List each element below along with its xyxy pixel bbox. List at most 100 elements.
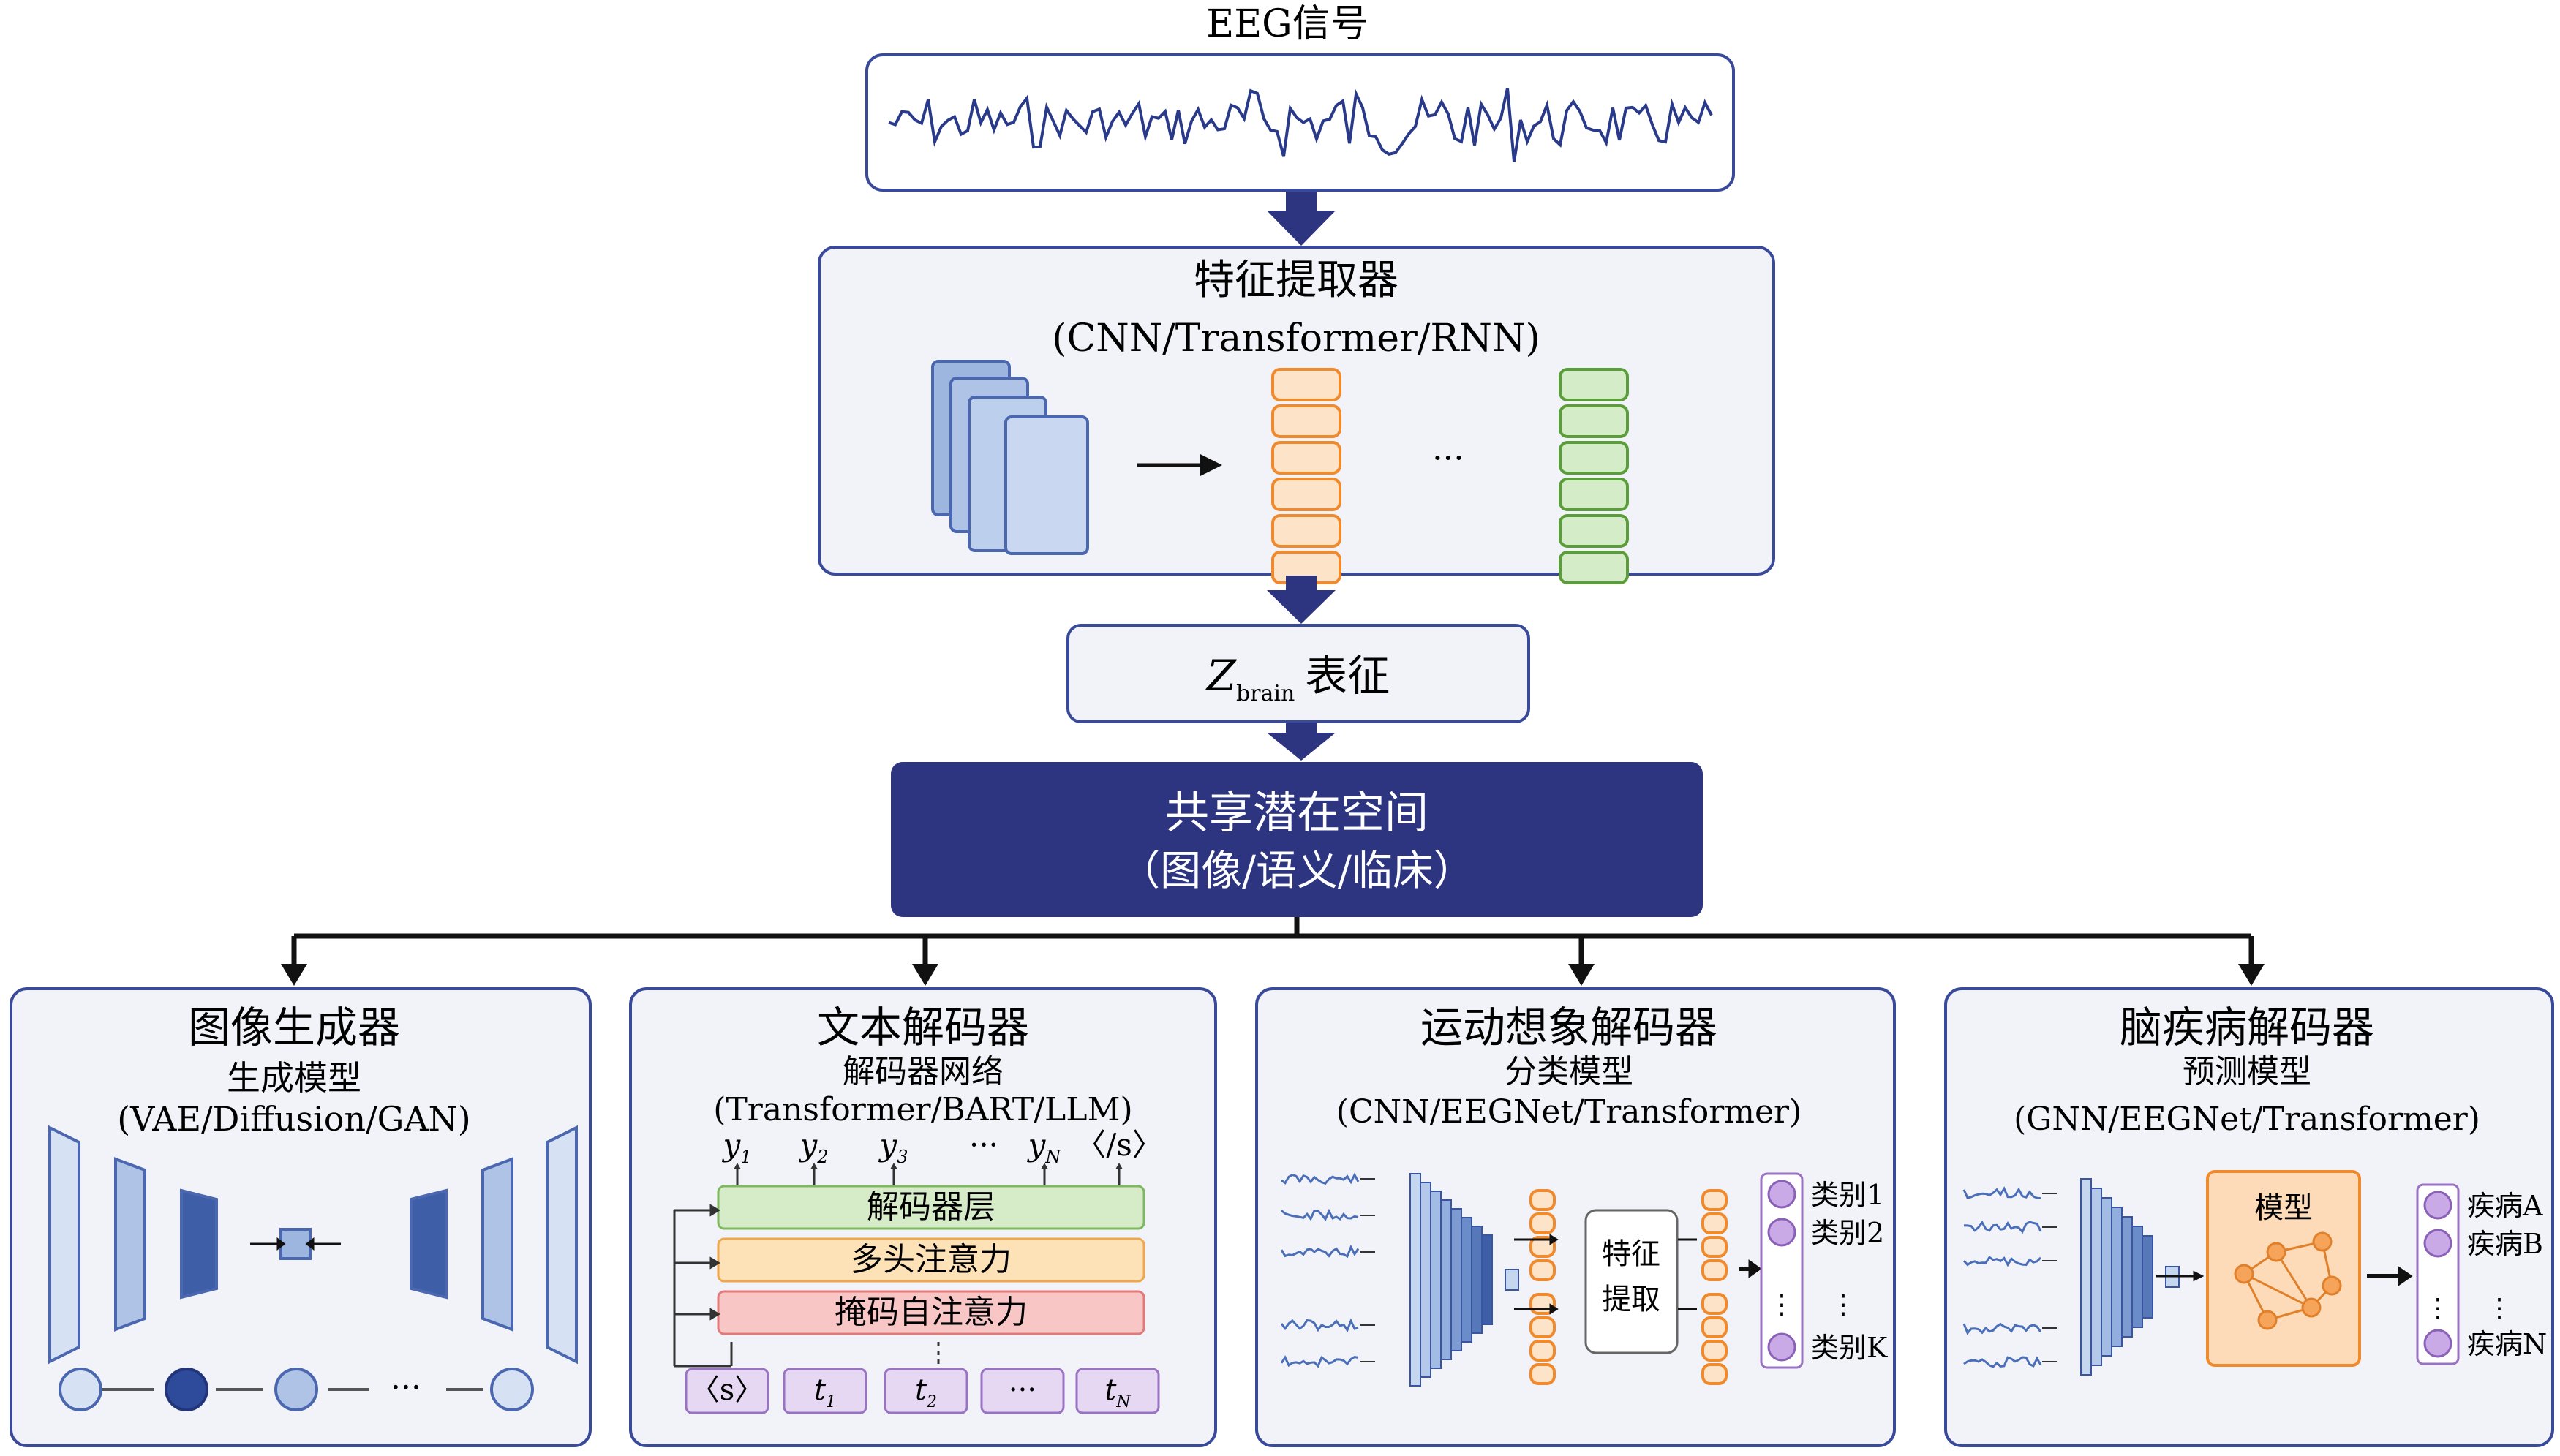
decoder-layer-box xyxy=(717,1290,1145,1335)
class-label: 类别K xyxy=(1811,1332,1888,1364)
cnn-layer xyxy=(1461,1217,1472,1343)
output-token: y1 xyxy=(721,1127,751,1167)
vector-cell xyxy=(1701,1340,1728,1362)
vertical-ellipsis: ⋮ xyxy=(1830,1290,1856,1320)
eeg-channel-trace xyxy=(1963,1220,2042,1234)
cnn-layer xyxy=(1420,1182,1431,1378)
cnn-layer xyxy=(1481,1234,1493,1325)
decoder-layer-label: 掩码自注意力 xyxy=(835,1294,1028,1331)
disease-decoder-subtitle: 预测模型 xyxy=(2183,1053,2311,1090)
vertical-ellipsis: ⋮ xyxy=(1769,1290,1795,1320)
cnn-layer xyxy=(2111,1207,2123,1347)
feature-extractor-title: 特征提取器 xyxy=(1194,257,1398,304)
class-node xyxy=(2423,1191,2452,1220)
eeg-waveform xyxy=(888,88,1713,162)
cnn-layer xyxy=(1409,1173,1421,1387)
input-token: t1 xyxy=(814,1373,836,1411)
eeg-channel-trace xyxy=(1962,1322,2042,1335)
vector-cell xyxy=(1701,1236,1728,1258)
eeg-channel-trace xyxy=(1280,1244,1360,1259)
branch-arrowheads xyxy=(281,964,2265,986)
latent-subtitle: （图像/语义/临床） xyxy=(1119,848,1475,895)
input-token: 〈s〉 xyxy=(690,1373,764,1407)
dd-graph-model-block: 模型 xyxy=(2206,1170,2361,1367)
cnn-layer xyxy=(2121,1216,2133,1338)
class-label: 疾病B xyxy=(2467,1228,2543,1260)
vector-cell xyxy=(1271,404,1341,438)
vector-cell xyxy=(1529,1259,1556,1281)
vector-cell xyxy=(1559,551,1629,584)
decoder-layer-box xyxy=(717,1185,1145,1230)
eeg-channel-trace xyxy=(1962,1186,2041,1200)
node-chain-ellipsis: ··· xyxy=(391,1369,421,1406)
output-token: 〈/s〉 xyxy=(1075,1127,1163,1163)
eeg-channel-trace xyxy=(1281,1208,1359,1221)
input-token: ··· xyxy=(1009,1373,1036,1407)
vector-cell xyxy=(1559,514,1629,548)
output-token: y2 xyxy=(798,1127,828,1167)
eeg-channel-trace xyxy=(1280,1355,1359,1368)
vector-cell xyxy=(1559,368,1629,401)
zbrain-representation-box xyxy=(1066,624,1530,723)
eeg-signal-box xyxy=(865,53,1735,192)
cnn-layer xyxy=(1471,1226,1483,1334)
eeg-channel-trace xyxy=(1280,1318,1359,1333)
vector-cell xyxy=(1529,1236,1556,1258)
mi-decoder-models: (CNN/EEGNet/Transformer) xyxy=(1336,1093,1802,1131)
feature-extract-label-2: 提取 xyxy=(1602,1283,1660,1316)
output-token: yN xyxy=(1027,1127,1062,1167)
vector-cell xyxy=(1701,1316,1728,1338)
dd-eeg-channels xyxy=(1962,1186,2057,1368)
decoder-layer-label: 多头注意力 xyxy=(851,1241,1012,1278)
image-generator-models: (VAE/Diffusion/GAN) xyxy=(117,1099,471,1139)
vector-cell xyxy=(1529,1316,1556,1338)
cnn-layer xyxy=(2080,1178,2092,1376)
cnn-layer xyxy=(1450,1208,1462,1351)
latent-title: 共享潜在空间 xyxy=(1165,788,1428,839)
vector-cell xyxy=(1559,478,1629,511)
class-label: 疾病N xyxy=(2467,1328,2547,1360)
eeg-title: EEG信号 xyxy=(1206,2,1368,46)
vertical-ellipsis: ⋮ xyxy=(2425,1294,2451,1324)
text-decoder-title: 文本解码器 xyxy=(817,1003,1029,1052)
class-node xyxy=(2423,1229,2452,1258)
flow-arrow-eeg-to-extractor xyxy=(1267,192,1336,246)
eeg-channel-trace xyxy=(1281,1172,1360,1185)
vector-cell xyxy=(1529,1340,1556,1362)
class-label: 类别1 xyxy=(1811,1179,1884,1211)
vector-cell xyxy=(1529,1189,1556,1211)
mi-eeg-channels xyxy=(1280,1172,1375,1368)
vector-cell xyxy=(1701,1189,1728,1211)
vector-cell xyxy=(1271,514,1341,548)
cnn-layer xyxy=(1440,1199,1452,1360)
vector-cell xyxy=(1271,441,1341,475)
residual-connector xyxy=(673,1204,940,1375)
output-token: y3 xyxy=(878,1127,908,1167)
autoencoder-shape xyxy=(48,1125,578,1365)
vector-cell xyxy=(1529,1363,1556,1385)
branch-connector xyxy=(291,917,2254,965)
cnn-layer xyxy=(2090,1188,2102,1366)
eeg-channel-trace xyxy=(1962,1256,2042,1267)
class-node xyxy=(1767,1332,1796,1362)
input-token-box xyxy=(783,1368,867,1414)
vector-cell xyxy=(1701,1212,1728,1234)
class-label: 疾病A xyxy=(2467,1190,2543,1222)
vector-cell xyxy=(1529,1212,1556,1234)
mi-decoder-subtitle: 分类模型 xyxy=(1505,1053,1633,1090)
text-decoder-subtitle: 解码器网络 xyxy=(843,1053,1004,1090)
latent-node-chain xyxy=(59,1368,534,1411)
mi-cnn-layers xyxy=(1409,1173,1519,1387)
feature-extractor-models: (CNN/Transformer/RNN) xyxy=(1052,317,1540,361)
flow-arrow-extractor-to-zbrain xyxy=(1267,576,1336,624)
disease-decoder-models: (GNN/EEGNet/Transformer) xyxy=(2014,1101,2480,1138)
cnn-layer xyxy=(2142,1235,2153,1319)
cnn-layer xyxy=(2101,1197,2112,1357)
vertical-ellipsis: ⋮ xyxy=(2486,1294,2512,1324)
